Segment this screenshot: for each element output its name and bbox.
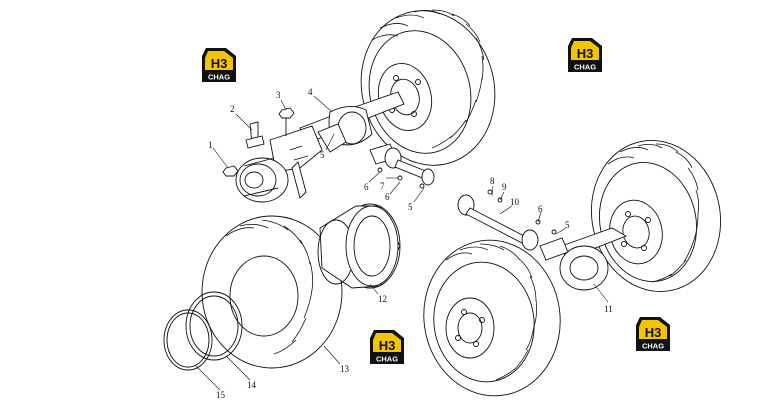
right-tire	[590, 140, 722, 292]
callout-10: 10	[510, 197, 520, 207]
callout-7: 7	[380, 181, 385, 191]
callout-6a: 6	[364, 182, 369, 192]
wheel-rim-12	[317, 203, 401, 289]
callout-5b: 5	[408, 202, 413, 212]
logo-mark: H3	[379, 338, 396, 353]
callout-6b: 6	[385, 192, 390, 202]
retaining-ring-15	[163, 309, 213, 371]
tire-13	[201, 215, 343, 369]
brand-logo: H3 CHAG	[636, 317, 670, 351]
brand-logo: H3 CHAG	[202, 48, 236, 82]
callout-3: 3	[276, 90, 281, 100]
callout-1: 1	[208, 140, 213, 150]
brand-logo: H3 CHAG	[370, 330, 404, 364]
logo-mark: H3	[211, 56, 228, 71]
callout-8: 8	[490, 176, 495, 186]
callout-2: 2	[230, 104, 235, 114]
rear-axle-housing	[539, 227, 628, 291]
callout-4: 4	[308, 87, 313, 97]
middle-drive-shaft	[457, 189, 557, 251]
callout-14: 14	[247, 380, 257, 390]
logo-mark: H3	[577, 46, 594, 61]
lock-ring-14	[185, 291, 243, 361]
leader-lines	[195, 95, 609, 391]
upper-drive-shaft	[369, 143, 435, 189]
logo-wordmark: CHAG	[574, 63, 596, 72]
logo-wordmark: CHAG	[642, 342, 664, 351]
brand-logo: H3 CHAG	[568, 38, 602, 72]
callout-6c: 6	[538, 204, 543, 214]
callout-13: 13	[340, 364, 350, 374]
front-axle-housing	[269, 91, 405, 199]
upper-tire	[360, 9, 496, 166]
wheel-hub	[235, 157, 289, 203]
callout-5a: 5	[320, 150, 325, 160]
lower-right-tire	[423, 239, 561, 397]
callout-12: 12	[378, 294, 387, 304]
callout-15: 15	[216, 390, 226, 400]
callout-5c: 5	[565, 220, 570, 230]
callout-11: 11	[604, 304, 613, 314]
logo-wordmark: CHAG	[208, 73, 230, 82]
bolt-parts	[222, 107, 295, 177]
callout-labels: 1 2 3 4 5 6 7 6 5 8 9 10 6 5 11 12 13 14…	[208, 87, 613, 400]
logo-mark: H3	[645, 325, 662, 340]
logo-wordmark: CHAG	[376, 355, 398, 364]
callout-9: 9	[502, 182, 507, 192]
